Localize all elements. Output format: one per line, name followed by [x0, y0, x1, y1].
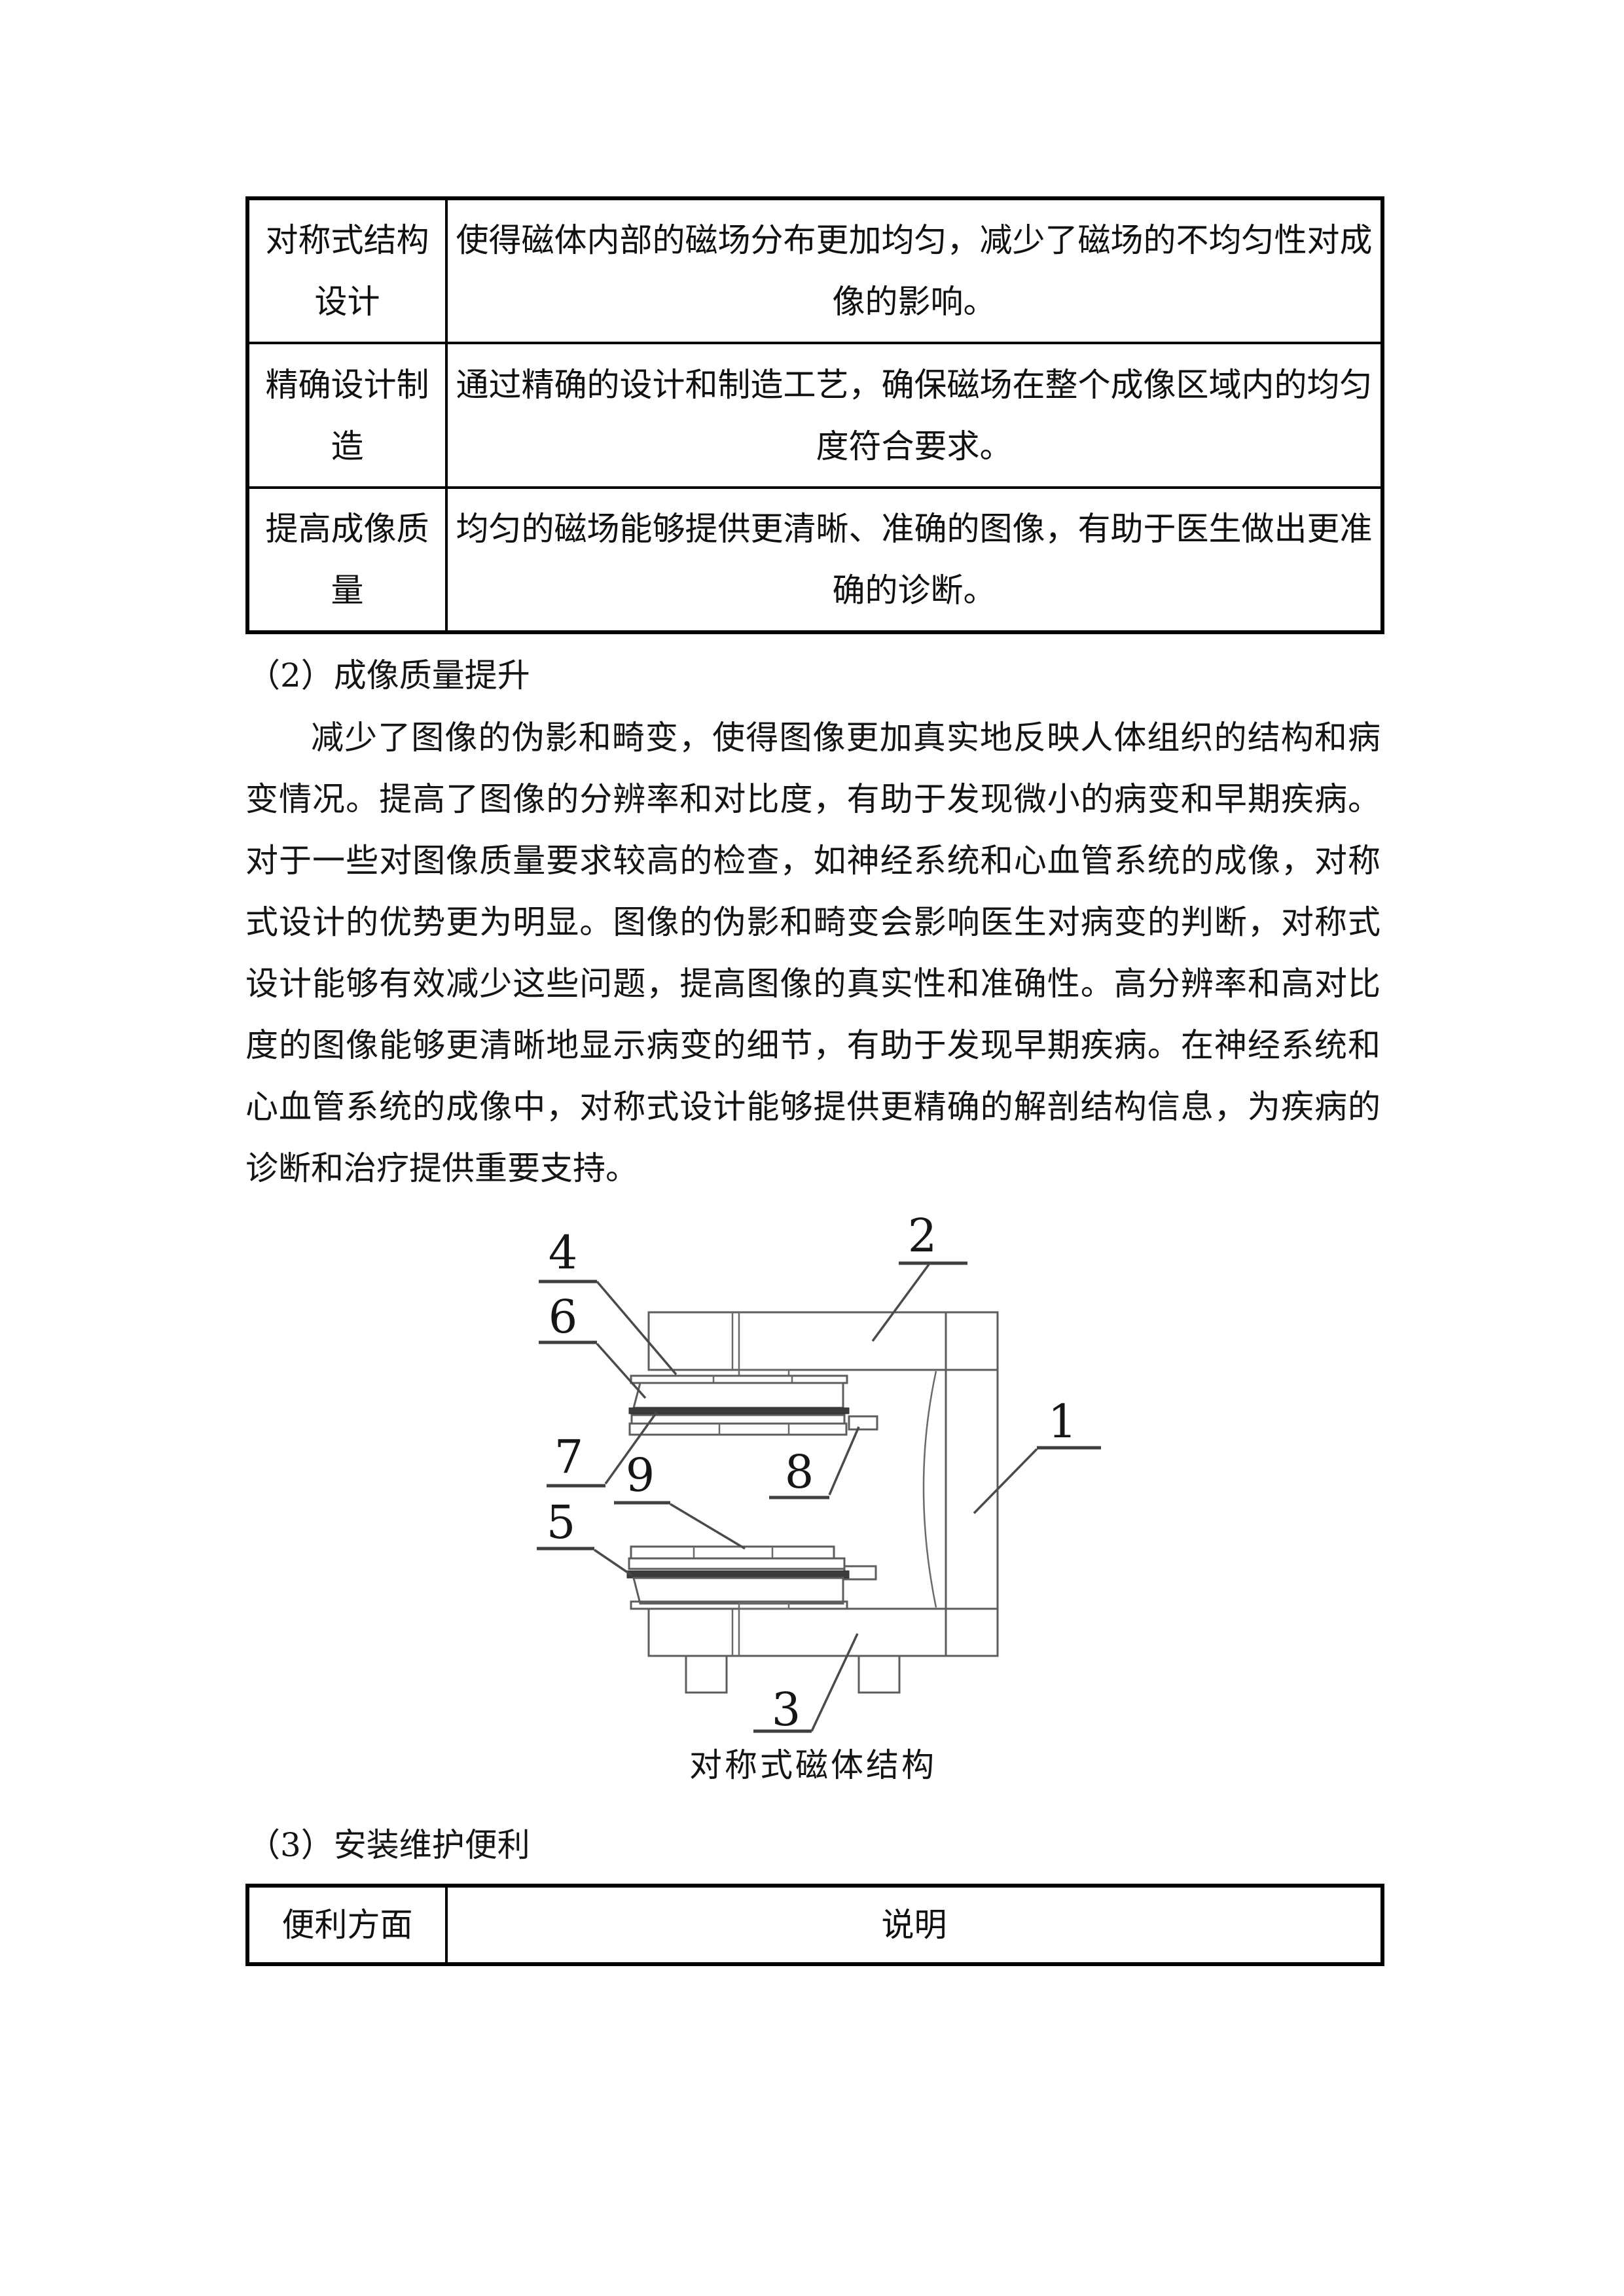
callout-7-digit: 7: [554, 1430, 584, 1484]
callout-8-leader: [828, 1426, 860, 1496]
c-arm-curve: [922, 1371, 937, 1608]
callout-2-digit: 2: [908, 1211, 937, 1263]
left-foot-shape: [685, 1655, 728, 1694]
lower-stack-a-shape: [630, 1545, 835, 1560]
callout-8-digit: 8: [785, 1445, 814, 1499]
callout-5-leader: [594, 1549, 632, 1576]
callout-6-leader: [596, 1342, 647, 1399]
figure-caption: 对称式磁体结构: [689, 1746, 937, 1784]
callout-7-leader: [604, 1411, 658, 1485]
magnet-structure-diagram: 4 6 7 9 5 8 2 1 3: [537, 1211, 1101, 1734]
row-desc-cell: 均匀的磁场能够提供更清晰、准确的图像，有助于医生做出更准确的诊断。: [445, 486, 1384, 634]
row-label-cell: 对称式结构设计: [246, 197, 448, 344]
row-desc-cell: 使得磁体内部的磁场分布更加均匀，减少了磁场的不均匀性对成像的影响。: [445, 197, 1384, 344]
lower-dark-plate-shape: [626, 1570, 850, 1579]
convenience-table: 便利方面 说明: [245, 1884, 1384, 1966]
row-label-cell: 提高成像质量: [246, 486, 448, 634]
callout-3-leader: [810, 1633, 859, 1732]
upper-tab-shape: [848, 1415, 878, 1431]
callout-1-digit: 1: [1048, 1395, 1077, 1448]
table-row: 精确设计制造 通过精确的设计和制造工艺，确保磁场在整个成像区域内的均匀度符合要求…: [246, 342, 1384, 489]
lower-block-shape: [632, 1577, 844, 1605]
callout-1-leader: [973, 1448, 1038, 1515]
header-aspect-cell: 便利方面: [246, 1884, 448, 1965]
callout-3-digit: 3: [772, 1683, 801, 1734]
callout-4-digit: 4: [549, 1226, 578, 1280]
upper-plate-shape: [630, 1374, 848, 1384]
callout-9-digit: 9: [626, 1448, 655, 1502]
upper-block-shape: [632, 1382, 844, 1409]
callout-2-leader: [871, 1263, 930, 1342]
upper-dark-plate-shape: [628, 1407, 850, 1414]
right-foot-shape: [857, 1655, 901, 1694]
table-row: 对称式结构设计 使得磁体内部的磁场分布更加均匀，减少了磁场的不均匀性对成像的影响…: [246, 197, 1384, 344]
row-desc-cell: 通过精确的设计和制造工艺，确保磁场在整个成像区域内的均匀度符合要求。: [445, 342, 1384, 489]
section-2-heading: （2）成像质量提升: [247, 656, 530, 694]
header-description-cell: 说明: [445, 1884, 1384, 1965]
upper-stack-a-shape: [630, 1414, 846, 1425]
callout-9-leader: [670, 1503, 746, 1550]
lower-connector-shape: [738, 1602, 790, 1610]
section-2-paragraph: 减少了图像的伪影和畸变，使得图像更加真实地反映人体组织的结构和病变情况。提高了图…: [245, 719, 1380, 1187]
callout-5-digit: 5: [547, 1496, 576, 1549]
callout-4-leader: [596, 1280, 677, 1376]
row-label-cell: 精确设计制造: [246, 342, 448, 489]
section-3-heading: （3）安装维护便利: [247, 1826, 530, 1864]
uniformity-table: 对称式结构设计 使得磁体内部的磁场分布更加均匀，减少了磁场的不均匀性对成像的影响…: [245, 196, 1384, 634]
table-row: 提高成像质量 均匀的磁场能够提供更清晰、准确的图像，有助于医生做出更准确的诊断。: [246, 486, 1384, 634]
lower-stack-b-shape: [628, 1557, 846, 1570]
table-header-row: 便利方面 说明: [246, 1884, 1384, 1965]
upper-stack-b-shape: [628, 1422, 848, 1436]
callout-6-digit: 6: [549, 1290, 578, 1344]
